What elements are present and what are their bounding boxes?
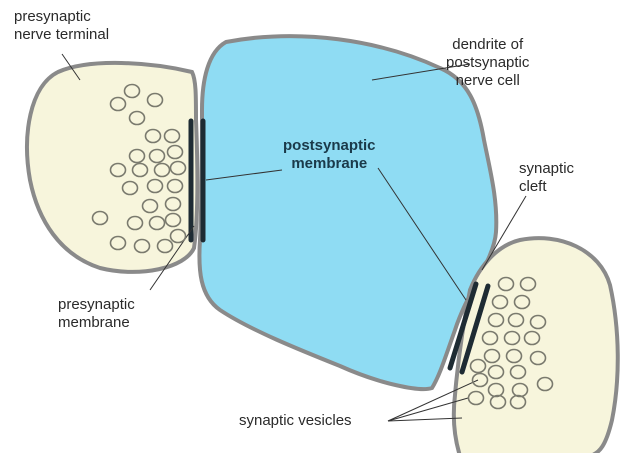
label-synaptic-cleft: synaptic cleft: [519, 160, 574, 196]
label-postsynaptic-membrane: postsynaptic membrane: [283, 137, 376, 173]
label-presynaptic-nerve-terminal: presynaptic nerve terminal: [14, 8, 109, 44]
leader-vesicles-3: [388, 418, 462, 421]
right-presynaptic-terminal: [454, 238, 618, 453]
label-presynaptic-membrane: presynaptic membrane: [58, 296, 135, 332]
label-dendrite: dendrite of postsynaptic nerve cell: [446, 36, 529, 90]
label-synaptic-vesicles: synaptic vesicles: [239, 412, 352, 430]
